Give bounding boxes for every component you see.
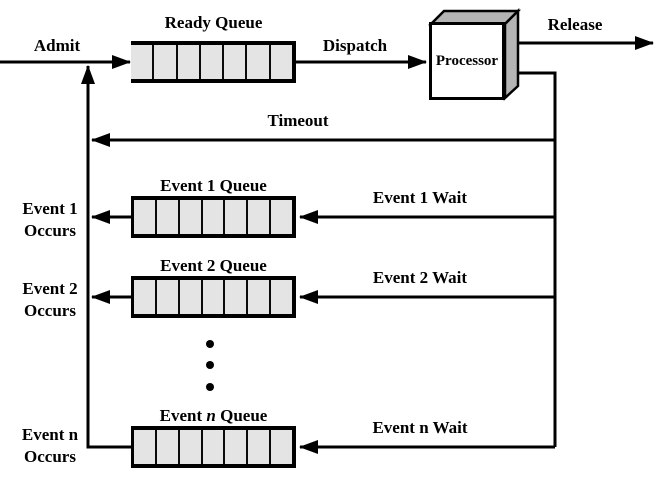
queue-cell bbox=[271, 45, 292, 79]
queue-cell bbox=[157, 200, 180, 234]
queue-cell bbox=[225, 200, 249, 234]
event-1-occurs-label: Event 1 Occurs bbox=[22, 199, 78, 240]
processor-return-trunk bbox=[518, 71, 557, 447]
release-label: Release bbox=[547, 15, 603, 34]
queue-cell bbox=[134, 280, 157, 314]
queue-cell bbox=[225, 280, 249, 314]
event-1-queue-title: Event 1 Queue bbox=[160, 176, 267, 195]
queue-cell bbox=[248, 200, 272, 234]
queue-cell bbox=[178, 45, 201, 79]
ready-queue bbox=[131, 41, 296, 83]
queue-cell bbox=[203, 200, 226, 234]
queue-cell bbox=[248, 280, 272, 314]
processor-label: Processor bbox=[435, 52, 499, 69]
ready-queue-title: Ready Queue bbox=[164, 13, 263, 32]
event-n-queue bbox=[131, 426, 296, 468]
event-1-queue bbox=[131, 196, 296, 238]
admit-return-trunk bbox=[81, 65, 131, 449]
queue-cell bbox=[224, 45, 248, 79]
queue-cell bbox=[271, 200, 292, 234]
queue-cell bbox=[248, 430, 272, 464]
ellipsis-dot bbox=[206, 383, 214, 391]
ellipsis-dot bbox=[206, 340, 214, 348]
processor-box: Processor bbox=[429, 22, 505, 100]
ellipsis-dot bbox=[206, 361, 214, 369]
event-2-queue bbox=[131, 276, 296, 318]
dispatch-label: Dispatch bbox=[322, 36, 388, 55]
queue-cell bbox=[180, 200, 203, 234]
queue-cell bbox=[180, 430, 203, 464]
queue-cell bbox=[157, 430, 180, 464]
admit-label: Admit bbox=[33, 36, 81, 55]
queue-cell bbox=[154, 45, 178, 79]
queue-cell bbox=[203, 430, 226, 464]
event-n-queue-title: Event n Queue bbox=[159, 406, 268, 425]
queue-cell bbox=[157, 280, 180, 314]
event-n-occurs-label: Event n Occurs bbox=[21, 425, 79, 466]
queue-cell bbox=[131, 45, 155, 79]
event-2-wait-label: Event 2 Wait bbox=[372, 268, 468, 287]
event-2-queue-title: Event 2 Queue bbox=[160, 256, 267, 275]
queue-cell bbox=[134, 200, 157, 234]
queue-cell bbox=[271, 280, 292, 314]
queue-cell bbox=[134, 430, 157, 464]
queue-cell bbox=[225, 430, 249, 464]
event-1-wait-label: Event 1 Wait bbox=[372, 188, 468, 207]
queue-cell bbox=[201, 45, 225, 79]
queue-cell bbox=[271, 430, 292, 464]
event-n-wait-label: Event n Wait bbox=[372, 418, 468, 437]
processor-side-face bbox=[503, 7, 520, 101]
ellipsis-dots bbox=[206, 340, 214, 391]
queue-cell bbox=[247, 45, 271, 79]
queue-cell bbox=[180, 280, 203, 314]
timeout-label: Timeout bbox=[267, 111, 329, 130]
event-2-occurs-label: Event 2 Occurs bbox=[22, 279, 78, 320]
queue-cell bbox=[203, 280, 226, 314]
